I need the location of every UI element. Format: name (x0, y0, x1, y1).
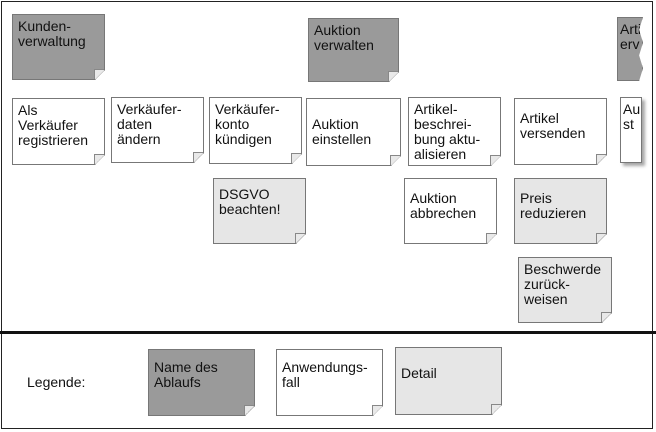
use-case-label: Artikel- beschrei- bung aktu- alisieren (414, 101, 481, 162)
page-fold-icon (601, 312, 611, 322)
page-fold-icon (94, 69, 104, 79)
legend-label: Name des Ablaufs (154, 359, 218, 390)
legend-activity-card: Name des Ablaufs (148, 349, 255, 416)
page-fold-icon (193, 152, 203, 162)
detail-card-beschwerde: Beschwerde zurück- weisen (518, 257, 612, 323)
page-fold-icon (94, 154, 104, 164)
legend-use-case-card: Anwendungs- fall (276, 349, 383, 416)
page-fold-icon (291, 153, 301, 163)
legend-label: Detail (401, 365, 437, 381)
detail-card-preis-reduzieren: Preis reduzieren (514, 178, 607, 244)
detail-card-auktion-abbrechen: Auktion abbrechen (404, 178, 497, 244)
use-case-label: Au st (623, 101, 641, 132)
detail-label: Beschwerde zurück- weisen (524, 261, 602, 307)
use-case-label: Verkäufer- konto kündigen (215, 101, 280, 147)
activity-label: Auktion verwalten (314, 22, 374, 53)
page-fold-icon (491, 404, 501, 414)
legend-separator (0, 331, 656, 334)
detail-label: Preis reduzieren (520, 190, 587, 221)
use-case-label: Artikel versenden (520, 110, 586, 141)
activity-card-truncated: Arti erv (617, 17, 643, 81)
use-case-card-konto-kuendigen: Verkäufer- konto kündigen (209, 97, 302, 164)
page-fold-icon (596, 233, 606, 243)
use-case-card-daten-aendern: Verkäufer- daten ändern (111, 97, 204, 163)
use-case-card-artikel-versenden: Artikel versenden (514, 98, 607, 165)
page-fold-icon (372, 405, 382, 415)
legend-label: Anwendungs- fall (282, 359, 368, 390)
page-fold-icon (295, 233, 305, 243)
detail-label: DSGVO beachten! (219, 186, 281, 217)
activity-card-auktion-verwalten: Auktion verwalten (308, 18, 399, 82)
detail-label: Auktion abbrechen (410, 190, 477, 221)
legend-title: Legende: (27, 374, 86, 390)
use-case-card-truncated: Au st (620, 97, 642, 163)
detail-card-dsgvo: DSGVO beachten! (213, 178, 306, 244)
use-case-label: Verkäufer- daten ändern (117, 101, 182, 147)
use-case-card-registrieren: Als Verkäufer registrieren (12, 98, 105, 165)
use-case-label: Auktion einstellen (312, 116, 372, 147)
page-fold-icon (390, 155, 400, 165)
use-case-label: Als Verkäufer registrieren (18, 102, 89, 148)
use-case-card-auktion-einstellen: Auktion einstellen (306, 98, 401, 166)
page-fold-icon (596, 154, 606, 164)
activity-label: Kunden- verwaltung (18, 18, 86, 49)
activity-label: Arti erv (620, 21, 641, 52)
page-fold-icon (388, 71, 398, 81)
activity-card-kundenverwaltung: Kunden- verwaltung (12, 14, 105, 80)
page-fold-icon (244, 405, 254, 415)
page-fold-icon (486, 233, 496, 243)
legend-detail-card: Detail (395, 347, 502, 415)
use-case-card-beschreibung-aktualisieren: Artikel- beschrei- bung aktu- alisieren (408, 97, 501, 166)
page-fold-icon (490, 155, 500, 165)
